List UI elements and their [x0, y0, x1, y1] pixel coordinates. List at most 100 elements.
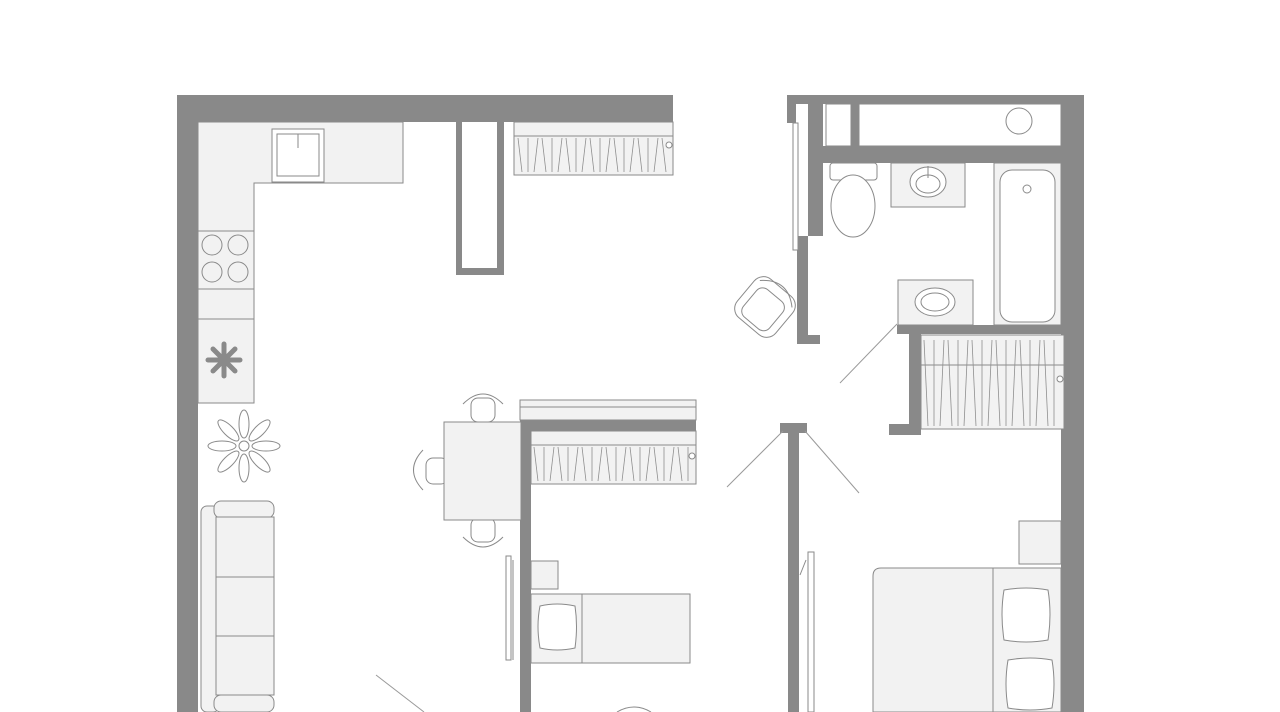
walls — [177, 95, 1084, 712]
small-room-wall-left — [520, 420, 531, 712]
hanger-line — [661, 137, 667, 173]
dining-set — [413, 393, 522, 548]
bathroom — [792, 103, 1062, 384]
hanger-line — [653, 446, 659, 482]
bath-shaft-divider — [851, 104, 859, 146]
pillow-icon — [537, 603, 577, 651]
hanger-line — [923, 339, 929, 427]
hanger-line — [557, 137, 563, 173]
hanger-line — [1035, 339, 1041, 427]
door-swing — [839, 323, 898, 384]
door-leaf — [505, 555, 512, 661]
armchair-icon — [734, 276, 796, 338]
bath-wall-top — [823, 146, 1061, 163]
snowflake-icon — [205, 341, 243, 379]
hanger-line — [557, 446, 563, 482]
toilet-icon — [829, 162, 878, 238]
wardrobe-icon — [920, 334, 1065, 430]
closet-wall — [909, 325, 921, 435]
small-bedroom — [505, 555, 691, 712]
hanger-line — [645, 446, 651, 482]
hangers — [533, 446, 689, 482]
hanger-line — [605, 446, 611, 482]
hanger-line — [517, 137, 523, 173]
door-leaf — [807, 551, 815, 712]
hanger-line — [637, 137, 643, 173]
hanger-line — [987, 339, 993, 427]
hanger-line — [605, 137, 611, 173]
chair-icon — [616, 706, 652, 712]
wardrobe-icon — [519, 399, 697, 485]
bedroom-wall-left — [788, 423, 799, 712]
hanger-line — [597, 446, 603, 482]
chair-icon — [462, 517, 504, 548]
hanger-line — [1019, 339, 1025, 427]
bedroom — [799, 520, 1062, 712]
hanger-line — [549, 446, 555, 482]
bath-column — [808, 104, 823, 236]
bath-wall-left-foot — [797, 335, 820, 344]
hanger-line — [653, 137, 659, 173]
hanger-line — [939, 339, 945, 427]
outer-wall-left — [177, 95, 198, 712]
nightstand — [1018, 520, 1062, 565]
wardrobe-icon — [513, 121, 674, 176]
hanger-line — [581, 446, 587, 482]
hanger-line — [1043, 339, 1049, 427]
closet-wall-foot — [889, 424, 921, 435]
kitchen-counter — [197, 121, 404, 404]
hanger-line — [963, 339, 969, 427]
hanger-line — [613, 137, 619, 173]
hanger-line — [971, 339, 977, 427]
hanger-line — [533, 137, 539, 173]
boiler-icon — [1005, 107, 1033, 135]
hanger-line — [669, 446, 675, 482]
hanger-line — [947, 339, 953, 427]
door-swing — [726, 430, 784, 488]
sofa-icon — [200, 500, 275, 712]
hanger-line — [565, 137, 571, 173]
kitchen — [197, 121, 404, 404]
dining-table — [443, 421, 522, 521]
bath-wall-left-upper — [787, 95, 796, 123]
door-leaf — [792, 122, 799, 251]
washing-machine-icon — [897, 279, 974, 326]
washbasin-icon — [890, 162, 966, 208]
partition-stub-right — [497, 122, 504, 275]
shaft — [825, 103, 852, 147]
bed-icon — [530, 593, 691, 664]
hangers — [517, 137, 667, 173]
hanger-line — [629, 137, 635, 173]
chair-icon — [413, 449, 449, 491]
hanger-line — [533, 446, 539, 482]
bath-wall-bottom — [897, 325, 1061, 334]
partition-stub-bottom — [456, 268, 504, 275]
hanger-line — [621, 446, 627, 482]
small-room-wall-top — [520, 420, 696, 431]
hanger-line — [573, 446, 579, 482]
outer-wall-top-left — [177, 95, 673, 122]
plant-icon — [207, 409, 281, 483]
bathtub-icon — [993, 162, 1062, 326]
hanger-line — [629, 446, 635, 482]
hanger-line — [581, 137, 587, 173]
sink-icon — [271, 128, 325, 183]
outer-wall-top-right — [787, 95, 1084, 104]
nightstand — [530, 560, 559, 590]
chair-icon — [462, 393, 504, 423]
pillow-icon — [1001, 587, 1051, 643]
door-swing — [804, 430, 860, 494]
door-swing — [375, 674, 425, 712]
hangers — [923, 339, 1055, 427]
hanger-line — [541, 137, 547, 173]
hanger-line — [677, 446, 683, 482]
hanger-line — [1011, 339, 1017, 427]
partition-stub — [456, 122, 462, 275]
bath-wall-left — [797, 236, 808, 344]
pillow-icon — [1005, 657, 1055, 711]
bed-icon — [872, 567, 1062, 712]
hanger-line — [995, 339, 1001, 427]
stove-icon — [201, 234, 249, 283]
hanger-line — [589, 137, 595, 173]
